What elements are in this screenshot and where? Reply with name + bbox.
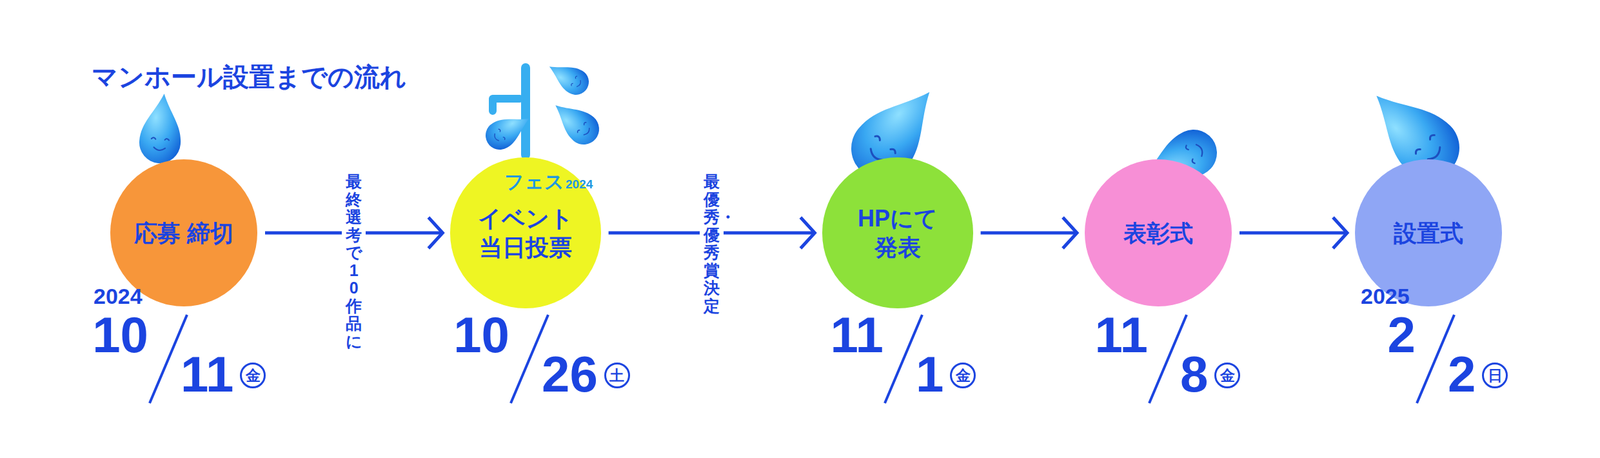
- step-circle: 応募 締切: [110, 159, 258, 307]
- logo-drop: [480, 106, 536, 155]
- step-circle: 設置式: [1354, 159, 1502, 307]
- date-day: 26: [541, 348, 598, 400]
- logo-stroke: [492, 98, 520, 111]
- arrow-head: [428, 217, 443, 249]
- date-day: 2: [1447, 348, 1476, 400]
- edge-label: 最優秀・優秀賞決定: [699, 168, 724, 319]
- step-label: 設置式: [1393, 218, 1464, 248]
- date-day: 1: [915, 348, 944, 400]
- date-month: 11: [830, 309, 884, 360]
- weekday-badge: 日: [1481, 362, 1508, 389]
- date-month: 11: [1095, 309, 1148, 360]
- diagram-title: マンホール設置までの流れ: [91, 59, 407, 95]
- step-label: 表彰式: [1123, 218, 1194, 248]
- date-day: 8: [1180, 348, 1208, 400]
- date-year: 2025: [1360, 285, 1410, 307]
- logo-drop: [543, 55, 594, 100]
- flow-arrow: [1239, 217, 1348, 249]
- arrow-head: [1062, 217, 1077, 249]
- step-circle: HPにて 発表: [822, 157, 973, 308]
- logo-stroke: [521, 67, 531, 155]
- weekday-badge: 金: [239, 362, 266, 389]
- date-month: 10: [92, 309, 149, 360]
- water-drop: [137, 92, 185, 166]
- date-day: 11: [180, 348, 234, 400]
- date-year: 2024: [93, 285, 143, 307]
- weekday-badge: 金: [949, 362, 976, 389]
- flow-arrow: [980, 217, 1077, 249]
- step-circle: 表彰式: [1084, 159, 1232, 307]
- logo-drop: [545, 93, 606, 151]
- logo-year: 2024: [565, 177, 593, 191]
- arrow-line: [980, 230, 1077, 235]
- arrow-head: [800, 217, 815, 249]
- arrow-line: [1239, 231, 1348, 235]
- weekday-badge: 土: [604, 362, 631, 389]
- step-label: HPにて 発表: [839, 203, 956, 262]
- step-label: 応募 締切: [134, 218, 234, 248]
- weekday-badge: 金: [1214, 362, 1241, 389]
- step-label: イベント 当日投票: [467, 203, 584, 262]
- edge-label: 最終選考で10作品に: [341, 168, 366, 355]
- logo-text: フェス: [504, 172, 565, 192]
- date-month: 2: [1387, 309, 1416, 360]
- arrow-head: [1333, 217, 1348, 249]
- date-month: 10: [453, 309, 510, 360]
